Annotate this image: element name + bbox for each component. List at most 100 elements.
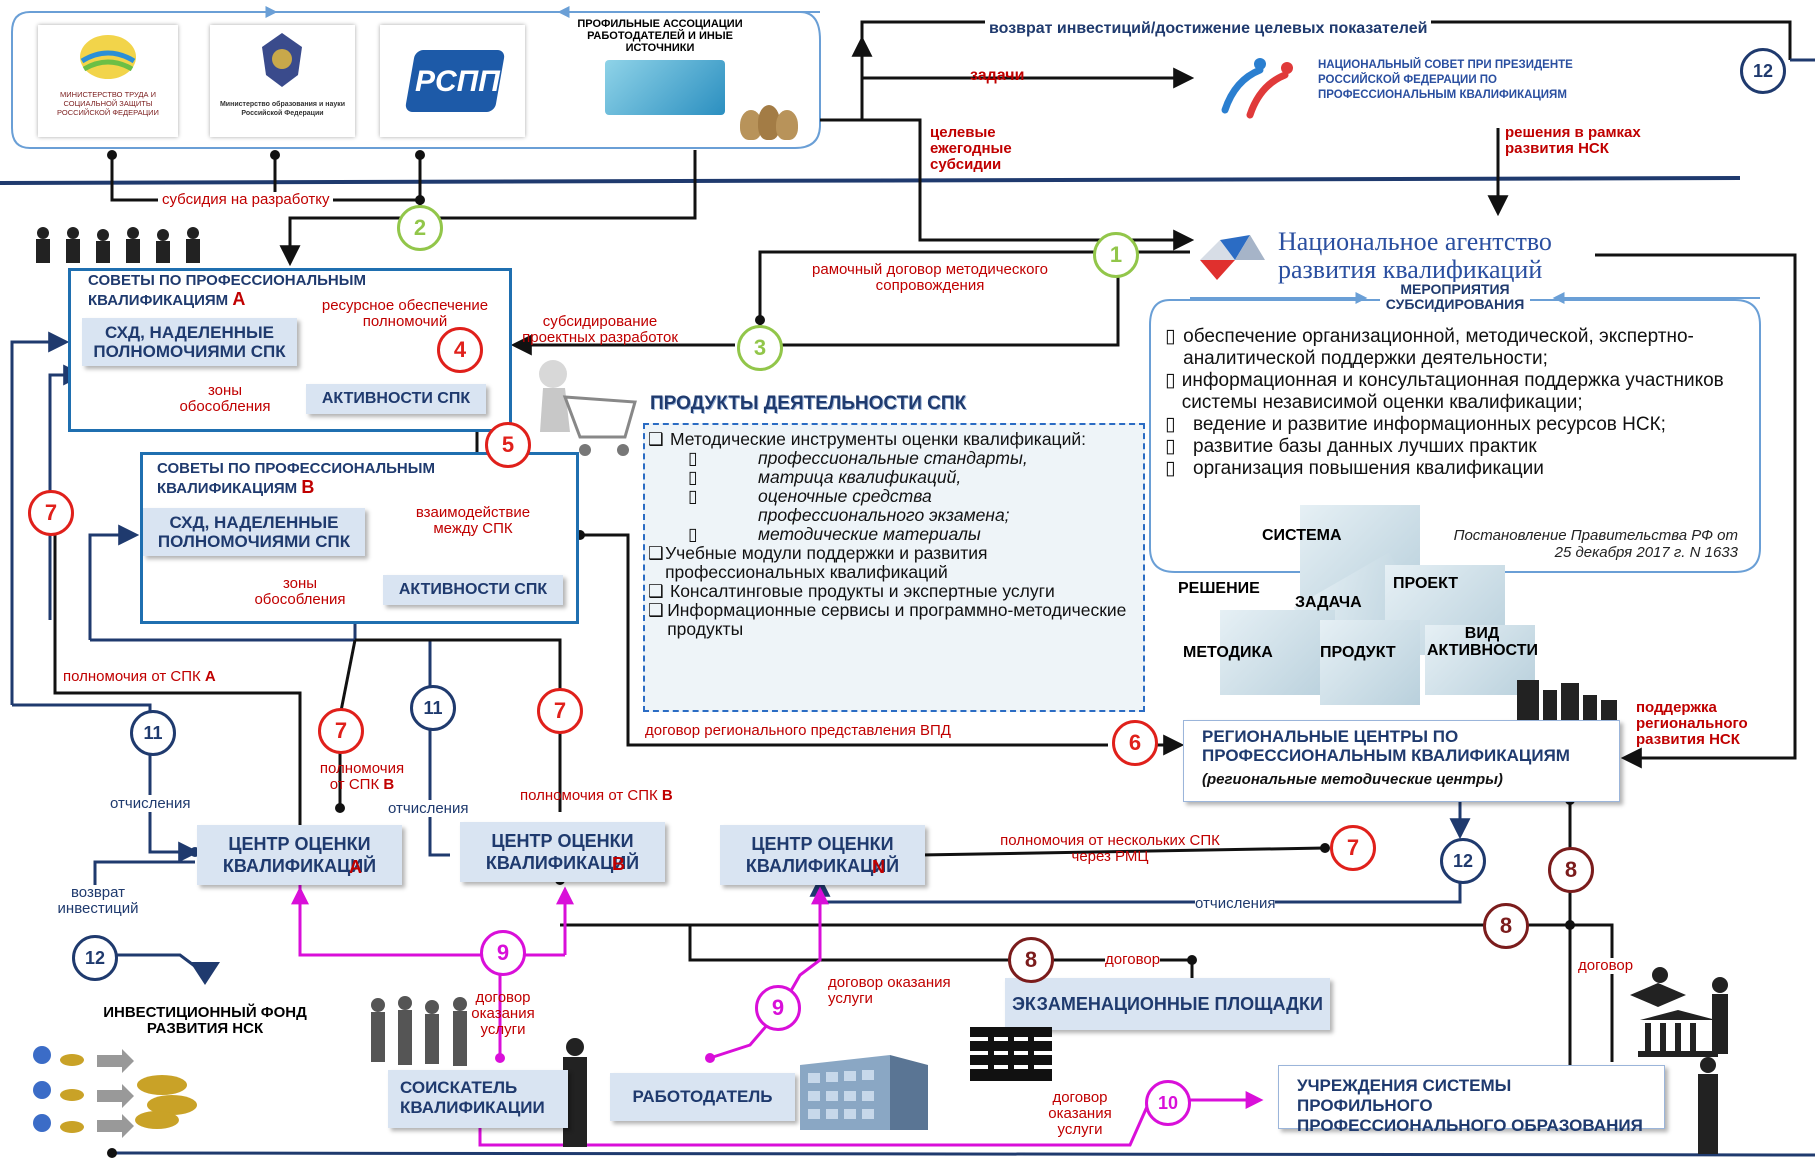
interaction-label: взаимодействие между СПК [415, 504, 531, 537]
applicant-box[interactable]: СОИСКАТЕЛЬ КВАЛИФИКАЦИИ [388, 1070, 568, 1128]
person-icon [1688, 1055, 1728, 1155]
spk-a-title: СОВЕТЫ ПО ПРОФЕССИОНАЛЬНЫМ КВАЛИФИКАЦИЯМ… [88, 272, 366, 309]
spk-b-zones-label: зоны обособления [254, 575, 346, 608]
measures-title: МЕРОПРИЯТИЯ СУБСИДИРОВАНИЯ [1380, 282, 1530, 312]
agency-name-line2: развития квалификаций [1278, 255, 1543, 284]
measure-item: ▯развитие базы данных лучших практик [1165, 436, 1537, 457]
spk-a-shd-box[interactable]: СХД, НАДЕЛЕННЫЕ ПОЛНОМОЧИЯМИ СПК [82, 318, 297, 366]
step-8c-badge: 8 [1008, 937, 1054, 983]
cube-label-decision: РЕШЕНИЕ [1178, 580, 1260, 597]
investment-fund-icon [22, 1035, 202, 1140]
handshake-icon [605, 60, 725, 115]
step-12c-badge: 12 [72, 935, 118, 981]
product-subitem: ▯методические материалы [688, 524, 981, 544]
center-b-box[interactable]: ЦЕНТР ОЦЕНКИ КВАЛИФИКАЦИЙ В [460, 822, 665, 882]
measure-item: ▯информационная и консультационная подде… [1165, 370, 1724, 413]
deductions-label-3: отчисления [1195, 895, 1276, 912]
spk-a-zones-label: зоны обособления [179, 382, 271, 415]
education-icon [1620, 965, 1740, 1060]
office-building-icon [800, 1025, 930, 1130]
institutions-label: УЧРЕЖДЕНИЯ СИСТЕМЫ ПРОФИЛЬНОГО ПРОФЕССИО… [1297, 1076, 1643, 1135]
regional-title: РЕГИОНАЛЬНЫЕ ЦЕНТРЫ ПО ПРОФЕССИОНАЛЬНЫМ … [1202, 727, 1570, 765]
exam-sites-box[interactable]: ЭКЗАМЕНАЦИОННЫЕ ПЛОЩАДКИ [1005, 978, 1330, 1030]
investment-return-label: возврат инвестиций/достижение целевых по… [985, 20, 1432, 38]
return-investment-label: возврат инвестиций [48, 885, 148, 917]
measure-item: ▯обеспечение организационной, методическ… [1165, 326, 1694, 369]
minobr-logo: Министерство образования и науки Российс… [210, 25, 355, 137]
mintrud-logo: МИНИСТЕРСТВО ТРУДА И СОЦИАЛЬНОЙ ЗАЩИТЫ Р… [38, 25, 178, 137]
job-seekers-icon [360, 995, 500, 1070]
rspp-logo: РСПП [380, 25, 525, 137]
measure-item: ▯организация повышения квалификации [1165, 458, 1544, 479]
contract-label-1: договор [1105, 951, 1161, 968]
cube-label-project: ПРОЕКТ [1393, 575, 1459, 592]
product-item: ❑Учебные модули поддержки и развития про… [648, 543, 988, 582]
step-5-badge: 5 [485, 422, 531, 468]
project-subsidy-label: субсидирование проектных разработок [522, 313, 678, 346]
product-subitem: ▯матрица квалификаций, [688, 467, 962, 487]
regional-subtitle: (региональные методические центры) [1202, 771, 1503, 788]
agency-logo-icon [1195, 230, 1270, 285]
measure-item: ▯ведение и развитие информационных ресур… [1165, 414, 1666, 435]
product-item: ❑Информационные сервисы и программно-мет… [648, 600, 1127, 639]
powers-from-a-label: полномочия от СПК А [63, 668, 216, 685]
step-9b-badge: 9 [755, 985, 801, 1031]
cube-label-system: СИСТЕМА [1262, 527, 1342, 544]
tasks-label: задачи [970, 67, 1025, 84]
step-7c-badge: 7 [537, 688, 583, 734]
product-subitem: ▯профессиональные стандарты, [688, 448, 1028, 468]
step-4-badge: 4 [437, 327, 483, 373]
spk-b-activity-box[interactable]: АКТИВНОСТИ СПК [383, 575, 563, 605]
mintrud-label: МИНИСТЕРСТВО ТРУДА И СОЦИАЛЬНОЙ ЗАЩИТЫ Р… [57, 90, 159, 117]
regional-contract-label: договор регионального представления ВПД [645, 722, 951, 739]
step-10-badge: 10 [1145, 1080, 1191, 1126]
annual-subsidies-label: целевые ежегодные субсидии [930, 124, 1012, 173]
cube-label-task: ЗАДАЧА [1295, 594, 1362, 611]
product-item: ❑Консалтинговые продукты и экспертные ус… [648, 581, 1055, 601]
cube-label-product: ПРОДУКТ [1320, 644, 1396, 661]
subsidy-development-label: субсидия на разработку [158, 192, 334, 208]
agency-name: Национальное агентство развития квалифик… [1278, 228, 1552, 284]
powers-from-b-label-2: полномочия от СПК В [520, 787, 673, 804]
step-2-badge: 2 [397, 205, 443, 251]
applicant-label: СОИСКАТЕЛЬ КВАЛИФИКАЦИИ [400, 1078, 545, 1117]
powers-from-b-label-1: полномочия от СПК В [319, 760, 405, 793]
cube [1220, 610, 1335, 695]
exam-building-icon [968, 1025, 1054, 1083]
step-7a-badge: 7 [28, 490, 74, 536]
step-8b-badge: 8 [1483, 903, 1529, 949]
resource-label: ресурсное обеспечение полномочий [321, 297, 489, 330]
shopping-cart-icon [525, 352, 645, 462]
institutions-box[interactable]: УЧРЕЖДЕНИЯ СИСТЕМЫ ПРОФИЛЬНОГО ПРОФЕССИО… [1278, 1065, 1665, 1135]
people-silhouettes-icon [25, 225, 220, 265]
investment-fund-label: ИНВЕСТИЦИОННЫЙ ФОНД РАЗВИТИЯ НСК [103, 1004, 307, 1037]
step-6-badge: 6 [1112, 720, 1158, 766]
cube-label-method: МЕТОДИКА [1183, 644, 1273, 661]
spk-a-activity-box[interactable]: АКТИВНОСТИ СПК [306, 384, 486, 414]
money-bags-icon [740, 100, 800, 145]
center-n-box[interactable]: ЦЕНТР ОЦЕНКИ КВАЛИФИКАЦИЙ N [720, 825, 925, 885]
cube-label-activity: ВИД АКТИВНОСТИ [1427, 625, 1538, 659]
employer-box[interactable]: РАБОТОДАТЕЛЬ [610, 1073, 795, 1121]
spk-b-shd-box[interactable]: СХД, НАДЕЛЕННЫЕ ПОЛНОМОЧИЯМИ СПК [143, 508, 365, 556]
mintrud-emblem-icon [80, 35, 136, 79]
measures-list: ▯обеспечение организационной, методическ… [1165, 326, 1750, 480]
step-7d-badge: 7 [1330, 825, 1376, 871]
products-list: ❑Методические инструменты оценки квалифи… [648, 430, 1138, 639]
cube [1425, 625, 1535, 695]
step-3-badge: 3 [737, 325, 783, 371]
step-12a-badge: 12 [1740, 48, 1786, 94]
nsk-logo-icon [1205, 50, 1310, 125]
regional-support-label: поддержка регионального развития НСК [1636, 699, 1748, 748]
step-8a-badge: 8 [1548, 847, 1594, 893]
step-11b-badge: 11 [410, 685, 456, 731]
product-subitem: ▯оценочные средства профессионального эк… [688, 486, 1010, 525]
center-a-box[interactable]: ЦЕНТР ОЦЕНКИ КВАЛИФИКАЦИЙ А [197, 825, 402, 885]
agency-name-line1: Национальное агентство [1278, 227, 1552, 256]
products-panel [643, 423, 1145, 712]
regional-centers-box[interactable]: РЕГИОНАЛЬНЫЕ ЦЕНТРЫ ПО ПРОФЕССИОНАЛЬНЫМ … [1183, 720, 1620, 802]
framework-contract-label: рамочный договор методического сопровожд… [812, 261, 1048, 294]
contract-label-2: договор [1578, 957, 1634, 974]
service-contract-label-1: договор оказания услуги [471, 989, 535, 1038]
step-12b-badge: 12 [1440, 838, 1486, 884]
